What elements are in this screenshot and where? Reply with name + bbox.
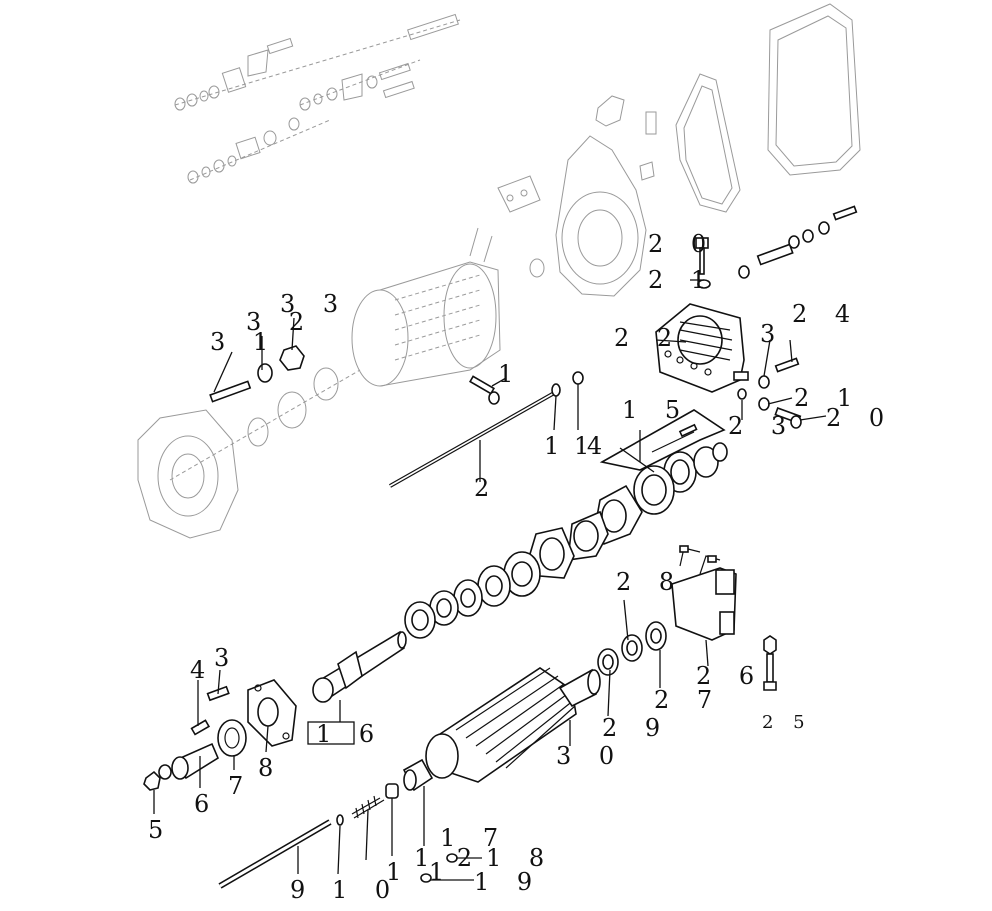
callout-30: 3 0 — [556, 742, 624, 770]
part-washer — [158, 764, 172, 780]
part-seal-7 — [217, 719, 247, 757]
ghost-hardware-row-top — [174, 13, 461, 111]
part-solenoid-assembly — [655, 237, 749, 393]
part-armature-washers — [597, 621, 667, 676]
part-sleeve-11 — [385, 783, 399, 799]
part-pin-31 — [209, 380, 252, 403]
callout-7: 7 — [228, 772, 253, 800]
part-pinion-6 — [171, 742, 220, 780]
part-nut-5 — [143, 770, 161, 791]
callout-20-top: 2 0 — [648, 230, 716, 258]
ghost-rear-housing — [497, 135, 647, 297]
callout-17: 1 7 — [440, 824, 508, 852]
callout-20-right: 2 0 — [826, 404, 894, 432]
callout-3-right: 3 — [760, 320, 785, 348]
part-stud-set — [738, 205, 858, 279]
callout-29: 2 9 — [602, 714, 670, 742]
ghost-drive-belts — [595, 3, 861, 213]
callout-3: 3 — [214, 644, 239, 672]
solid-parts — [143, 205, 858, 889]
callout-16: 1 6 — [316, 720, 384, 748]
part-washer-32 — [257, 363, 273, 383]
ghost-hardware-row-mid — [299, 59, 421, 111]
callout-24: 2 4 — [792, 300, 860, 328]
part-screw-1 — [469, 375, 500, 405]
callout-4: 4 — [190, 656, 215, 684]
callout-8: 8 — [258, 754, 283, 782]
callout-23: 2 3 — [728, 412, 796, 440]
part-armature — [425, 667, 601, 783]
callout-14-suffix: 1 — [574, 432, 599, 460]
callout-28: 2 8 — [616, 568, 684, 596]
callout-10: 1 0 — [332, 876, 400, 904]
part-gear-housing — [247, 679, 297, 747]
callout-18: 1 8 — [486, 844, 554, 872]
leader-lines — [153, 279, 827, 881]
callout-9: 9 — [290, 876, 315, 904]
part-brush-holder — [671, 545, 737, 641]
part-nut-33 — [279, 345, 305, 371]
callout-26: 2 6 — [696, 662, 764, 690]
ghosted-alternator-assembly — [137, 3, 861, 539]
part-plunger-rod-9 — [218, 819, 332, 889]
callout-1: 1 — [498, 360, 523, 388]
callout-5: 5 — [148, 816, 173, 844]
callout-21-right: 2 1 — [794, 384, 862, 412]
callout-15: 1 5 — [622, 396, 690, 424]
part-clip-19 — [420, 873, 432, 883]
callout-33: 3 3 — [280, 290, 348, 318]
callout-6: 6 — [194, 790, 219, 818]
callout-12: 1 2 — [414, 844, 482, 872]
callout-27: 2 7 — [654, 686, 722, 714]
label-box-16 — [307, 721, 355, 745]
callout-14: 1 4 — [544, 432, 612, 460]
part-brush-plate-stack — [404, 484, 643, 639]
callout-11: 1 1 — [386, 858, 454, 886]
part-spring — [351, 795, 385, 819]
callout-19: 1 9 — [474, 868, 542, 896]
callout-25: 2 5 — [762, 712, 812, 733]
callout-32: 3 2 — [246, 308, 314, 336]
part-bolt-25 — [763, 635, 777, 691]
part-drive-shaft — [312, 630, 407, 703]
callout-21-top: 2 1 — [648, 266, 716, 294]
part-commutator-end-frame — [599, 409, 728, 515]
part-clip-10 — [336, 814, 344, 826]
part-solenoid-hardware — [737, 357, 802, 429]
callout-2: 2 — [474, 474, 499, 502]
part-through-bolt — [389, 371, 584, 488]
ghost-stator — [351, 227, 501, 387]
ghost-front-housing — [137, 367, 361, 539]
callout-31: 3 1 — [210, 328, 278, 356]
callout-22: 2 2 — [614, 324, 682, 352]
callout-labels: 1 2 3 4 5 6 7 8 9 1 0 1 1 1 2 1 4 1 5 1 … — [148, 230, 894, 904]
part-bushing-12 — [402, 758, 434, 792]
part-key-4 — [190, 719, 211, 736]
ghost-hardware-row-low — [187, 117, 331, 184]
